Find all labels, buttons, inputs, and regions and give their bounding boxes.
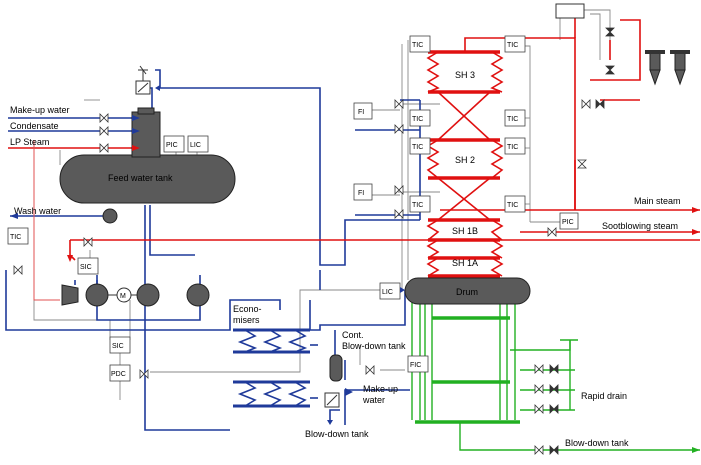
- tic-sh2-left: TIC: [412, 144, 423, 151]
- condensate-label: Condensate: [10, 121, 59, 131]
- rapid-drain-label: Rapid drain: [581, 391, 627, 401]
- fi-2: FI: [358, 190, 364, 197]
- blowdown-tank-bottom-label: Blow-down tank: [305, 429, 369, 439]
- feed-water-tank: Feed water tank: [59, 107, 236, 204]
- stream-labels: Make-up water Condensate LP Steam Wash w…: [10, 105, 681, 448]
- tic-mid-right: TIC: [507, 116, 518, 123]
- vent-heat-exchanger: [135, 65, 151, 95]
- sootblowing-steam-label: Sootblowing steam: [602, 221, 678, 231]
- sh3-label: SH 3: [455, 70, 475, 80]
- pump-2: [136, 283, 160, 307]
- tic-sh2-right: TIC: [507, 144, 518, 151]
- economisers-label-1: Econo-: [233, 304, 262, 314]
- pump-3: [186, 283, 210, 307]
- makeup-small-label-1: Make-up: [363, 384, 398, 394]
- superheater-labels: SH 3 SH 2 SH 1B SH 1A: [452, 70, 478, 268]
- pic-feed-tank: PIC: [166, 142, 178, 149]
- tic-sh1-left: TIC: [412, 202, 423, 209]
- turbine: [61, 284, 79, 306]
- wash-water-label: Wash water: [14, 206, 61, 216]
- wash-water-pump: [102, 208, 118, 224]
- makeup-water-label: Make-up water: [10, 105, 70, 115]
- lic-drum: LIC: [382, 289, 393, 296]
- pump-group: M: [61, 208, 210, 307]
- sic-2: SIC: [112, 343, 124, 350]
- sh2-label: SH 2: [455, 155, 475, 165]
- lp-steam-label: LP Steam: [10, 137, 49, 147]
- drum-label: Drum: [456, 287, 478, 297]
- tic-left: TIC: [10, 234, 21, 241]
- pump-1: [85, 283, 109, 307]
- economisers: [233, 328, 318, 408]
- cont-blowdown-tank-vessel: [329, 354, 343, 382]
- sh1b-label: SH 1B: [452, 226, 478, 236]
- tic-sh3-right: TIC: [507, 42, 518, 49]
- feed-water-tank-label: Feed water tank: [108, 173, 173, 183]
- safety-valves: [645, 50, 690, 86]
- drum: Drum: [404, 277, 531, 305]
- tic-mid-left: TIC: [412, 116, 423, 123]
- flow-arrows: [10, 85, 700, 453]
- cont-blowdown-label-1: Cont.: [342, 330, 364, 340]
- tic-sh1-right: TIC: [507, 202, 518, 209]
- sic-1: SIC: [80, 264, 92, 271]
- blowdown-tank-right-label: Blow-down tank: [565, 438, 629, 448]
- instruments: PIC LIC TIC SIC SIC PDC LIC FIC TIC TIC …: [7, 35, 579, 382]
- lic-feed-tank: LIC: [190, 142, 201, 149]
- pic-main-steam: PIC: [562, 219, 574, 226]
- makeup-small-label-2: water: [362, 395, 385, 405]
- fi-1: FI: [358, 109, 364, 116]
- main-steam-control-box: [555, 3, 585, 19]
- pdc: PDC: [111, 371, 126, 378]
- motor-label: M: [120, 293, 126, 300]
- sh1a-label: SH 1A: [452, 258, 478, 268]
- blowdown-heat-exchanger: [324, 392, 340, 425]
- cont-blowdown-label-2: Blow-down tank: [342, 341, 406, 351]
- tic-sh3-left: TIC: [412, 42, 423, 49]
- main-steam-label: Main steam: [634, 196, 681, 206]
- drain-lines: [411, 300, 700, 451]
- valves: [13, 27, 615, 455]
- steam-lines: [8, 9, 700, 301]
- economisers-label-2: misers: [233, 315, 260, 325]
- fic-blowdown: FIC: [410, 362, 421, 369]
- water-lines: [5, 69, 421, 431]
